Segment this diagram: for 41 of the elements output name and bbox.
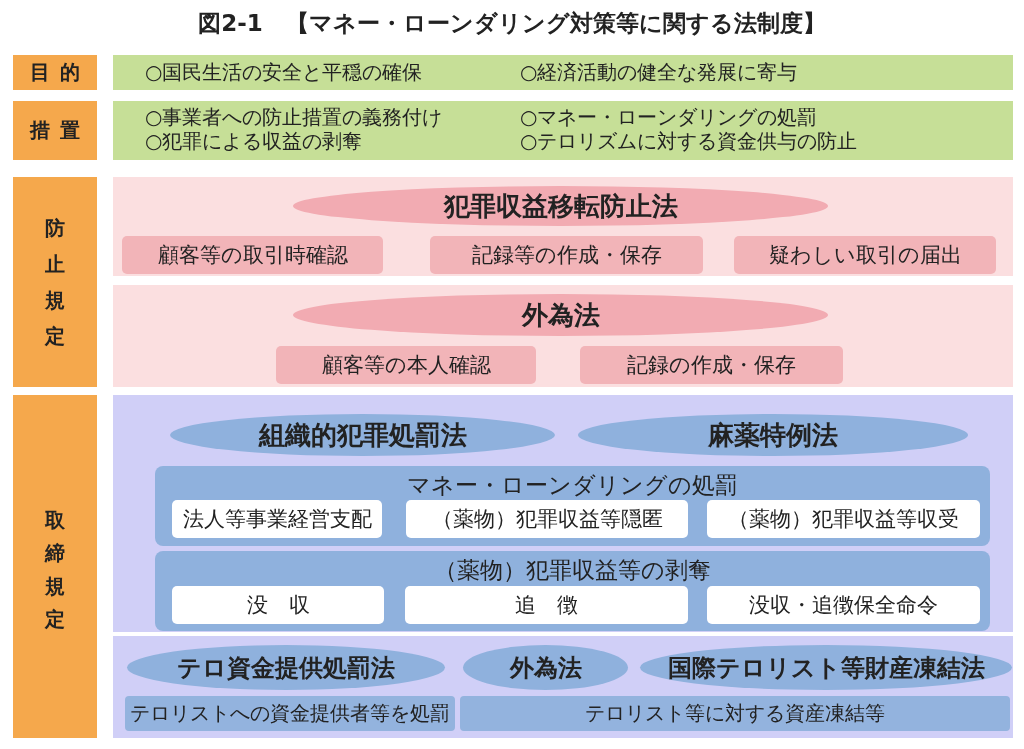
law-ellipse: 国際テロリスト等財産凍結法	[640, 645, 1012, 690]
law-ellipse: 組織的犯罪処罰法	[170, 414, 555, 456]
item-box: 法人等事業経営支配	[172, 500, 382, 538]
summary-band	[113, 101, 1013, 160]
group-box	[155, 551, 990, 631]
group-box	[155, 466, 990, 546]
bullet-text: ○経済活動の健全な発展に寄与	[520, 60, 798, 84]
section-panel	[113, 285, 1013, 387]
bullet-text: ○国民生活の安全と平穏の確保	[145, 60, 423, 84]
item-box: 顧客等の本人確認	[276, 346, 536, 384]
law-ellipse: 外為法	[463, 645, 628, 690]
law-ellipse: テロ資金提供処罰法	[127, 645, 445, 690]
summary-band	[113, 55, 1013, 90]
bullet-text: ○マネー・ローンダリングの処罰	[520, 105, 818, 129]
group-heading: マネー・ローンダリングの処罰	[406, 471, 739, 499]
bullet-text: ○犯罪による収益の剥奪	[145, 129, 363, 153]
item-box: 没収・追徴保全命令	[707, 586, 980, 624]
row-label: 取締規定	[13, 395, 97, 738]
item-box: 顧客等の取引時確認	[122, 236, 383, 274]
item-box: 追徴	[405, 586, 688, 624]
item-box: 記録の作成・保存	[580, 346, 843, 384]
law-ellipse: 麻薬特例法	[578, 414, 968, 456]
section-panel	[113, 636, 1013, 738]
bullet-text: ○テロリズムに対する資金供与の防止	[520, 129, 858, 153]
bullet-text: ○事業者への防止措置の義務付け	[145, 105, 443, 129]
row-label: 目的	[13, 55, 97, 90]
item-box: 疑わしい取引の届出	[734, 236, 996, 274]
section-panel	[113, 177, 1013, 276]
law-ellipse: 犯罪収益移転防止法	[293, 186, 828, 226]
item-box: （薬物）犯罪収益等収受	[707, 500, 980, 538]
row-label: 措置	[13, 101, 97, 160]
item-box: テロリストへの資金提供者等を処罰	[125, 696, 455, 731]
row-label: 防止規定	[13, 177, 97, 387]
section-panel	[113, 395, 1013, 632]
group-heading: （薬物）犯罪収益等の剥奪	[433, 556, 712, 584]
figure-title: 図2-1 【マネー・ローンダリング対策等に関する法制度】	[197, 9, 827, 38]
item-box: （薬物）犯罪収益等隠匿	[406, 500, 688, 538]
item-box: テロリスト等に対する資産凍結等	[460, 696, 1010, 731]
item-box: 記録等の作成・保存	[430, 236, 703, 274]
item-box: 没収	[172, 586, 384, 624]
law-ellipse: 外為法	[293, 294, 828, 336]
